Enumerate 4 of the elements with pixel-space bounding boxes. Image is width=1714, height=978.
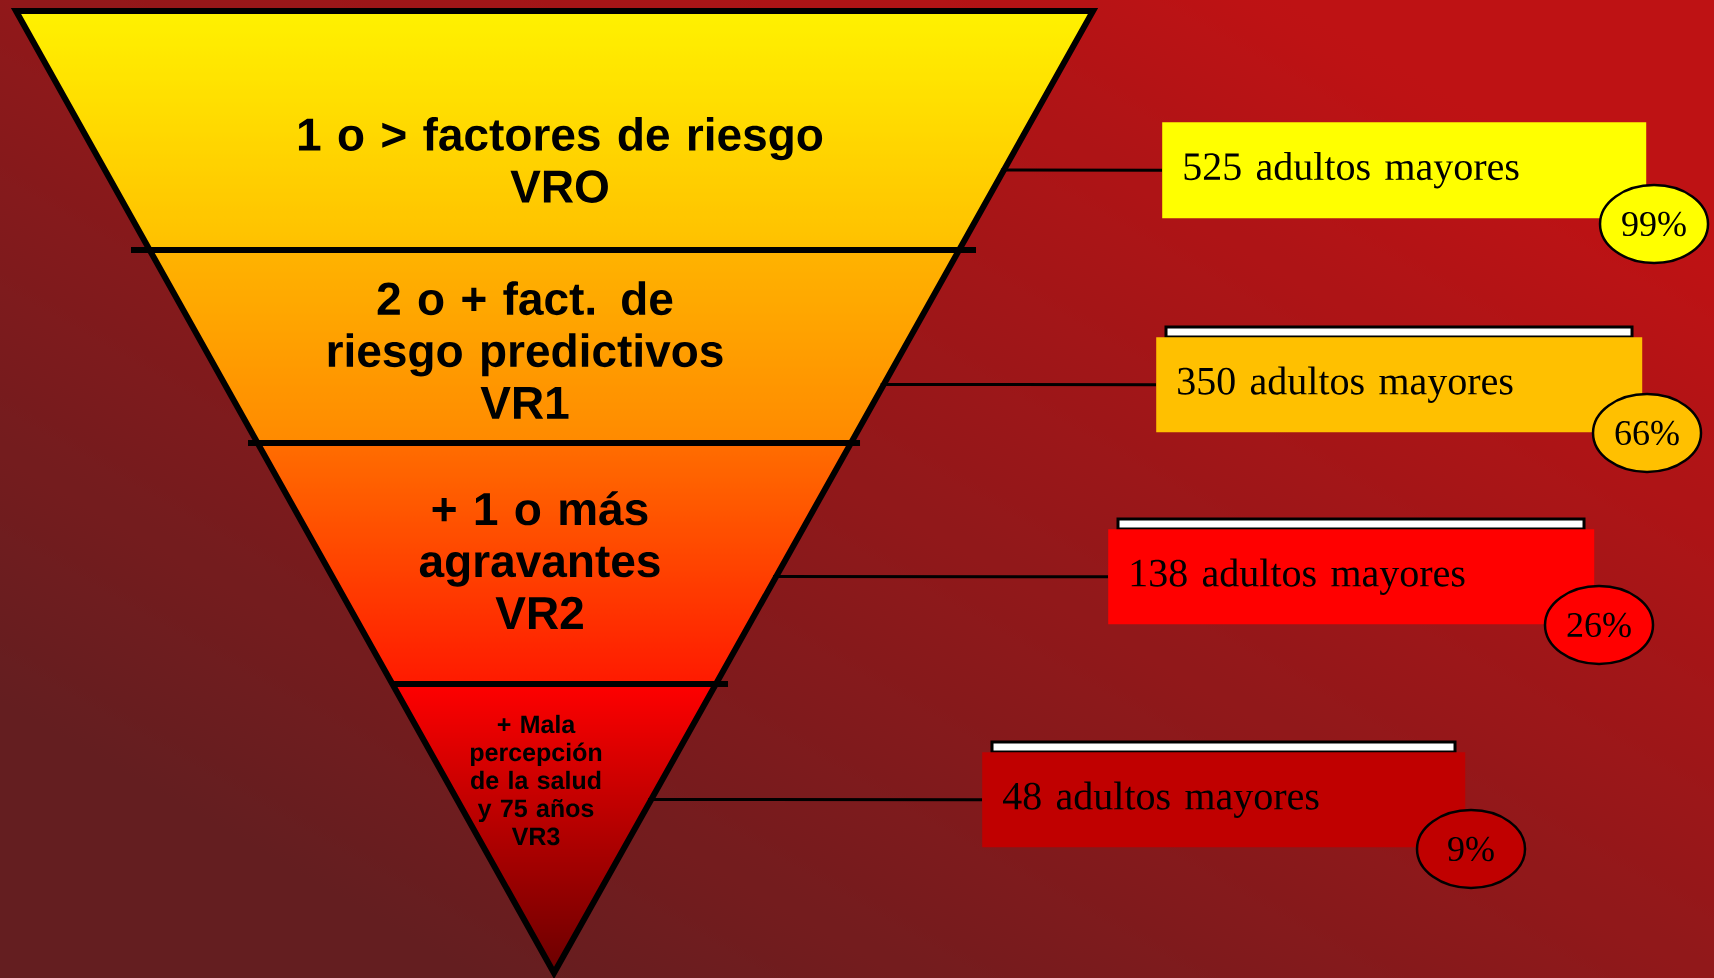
leader-line <box>1000 168 1162 172</box>
leader-line <box>773 575 1108 579</box>
leader-line <box>648 798 982 802</box>
leader-line <box>880 383 1156 387</box>
